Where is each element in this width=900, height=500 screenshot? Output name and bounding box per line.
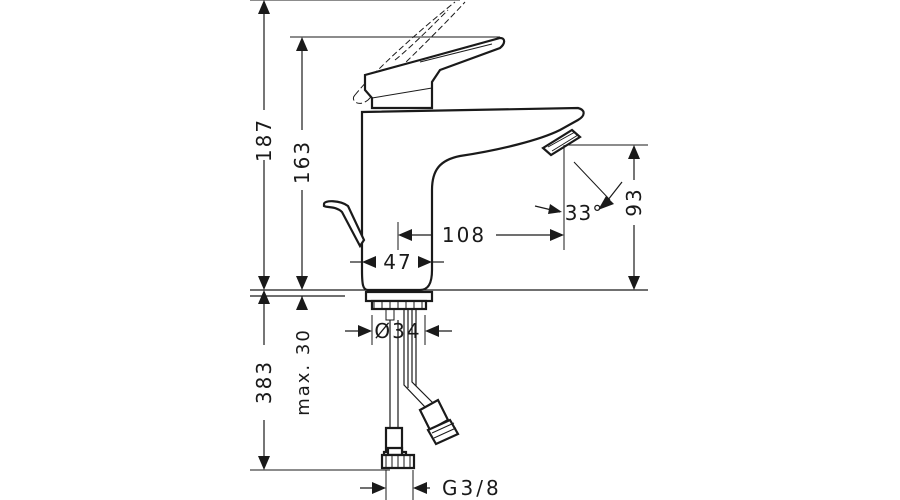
label-108: 108 — [442, 223, 486, 247]
label-47: 47 — [383, 250, 412, 274]
dimension-spout-height: 93 — [566, 144, 648, 290]
faucet-drawing — [322, 1, 585, 470]
dimension-below-counter: 383 — [250, 290, 390, 471]
label-max-30: max. 30 — [293, 328, 314, 416]
dimension-total-height: 187 — [250, 0, 460, 290]
aerator — [541, 128, 582, 157]
mounting-flange — [364, 290, 434, 303]
label-187: 187 — [252, 118, 276, 162]
dimension-lever-height: 163 — [290, 36, 500, 290]
supply-hoses — [380, 309, 460, 470]
drain-rod — [322, 200, 366, 249]
dimension-spray-angle: 33° — [534, 161, 623, 225]
lever-detail — [371, 43, 493, 99]
label-diameter-34: Ø34 — [374, 319, 421, 343]
dimension-body-width: 47 — [350, 250, 444, 274]
label-g3-8: G3/8 — [442, 476, 502, 500]
label-33-degrees: 33° — [565, 201, 603, 225]
dimension-counter-thickness: max. 30 — [293, 296, 314, 416]
dimension-connection-thread: G3/8 — [360, 470, 502, 500]
lever-raised-inner — [394, 9, 449, 61]
dimension-spout-reach: 108 — [397, 145, 565, 250]
dimension-hole-diameter: Ø34 — [345, 315, 452, 345]
lever — [363, 36, 506, 110]
label-383: 383 — [252, 360, 276, 404]
label-93: 93 — [622, 187, 646, 216]
label-163: 163 — [290, 140, 314, 184]
